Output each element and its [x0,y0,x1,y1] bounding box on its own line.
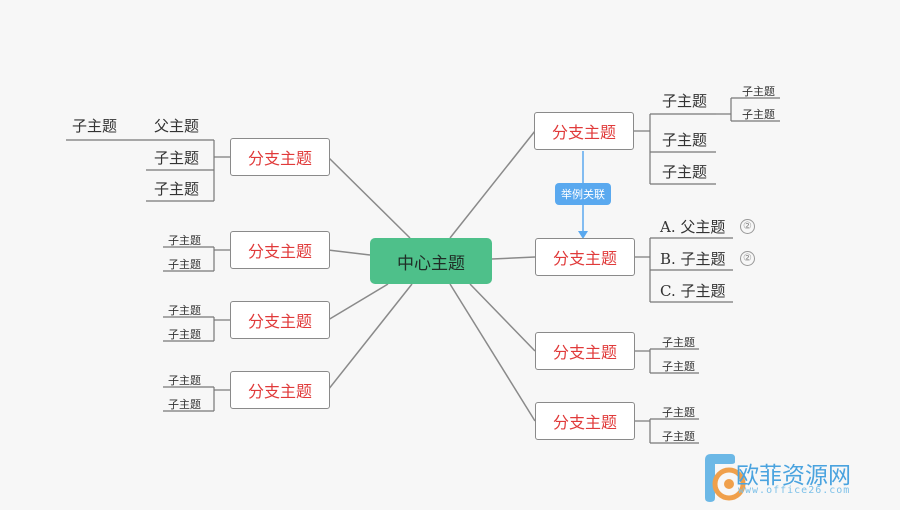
central-topic[interactable]: 中心主题 [370,238,492,284]
branch-topic-label: 分支主题 [552,249,617,268]
branch-topic-right-mid[interactable]: 分支主题 [535,238,635,276]
subtopic[interactable]: 子主题 [662,92,708,110]
count-badge[interactable]: ② [740,251,755,266]
branch-topic-right-4[interactable]: 分支主题 [535,402,635,440]
watermark-url: www.office26.com [738,485,851,496]
parent-topic[interactable]: 父主题 [154,117,200,135]
connector-line [327,283,413,391]
subtopic[interactable]: 子主题 [662,406,695,419]
subtopic[interactable]: 子主题 [72,117,118,135]
branch-topic-label: 分支主题 [247,242,312,261]
branch-topic-right-3[interactable]: 分支主题 [535,332,635,370]
list-item[interactable]: C. 子主题 [660,282,726,300]
connector-line [327,249,371,256]
branch-topic-right-top[interactable]: 分支主题 [534,112,634,150]
list-item[interactable]: B. 子主题 [660,250,726,268]
subtopic[interactable]: 子主题 [168,234,201,247]
subtopic[interactable]: 子主题 [154,180,200,198]
branch-topic-left-3[interactable]: 分支主题 [230,301,330,339]
relation-label-text: 举例关联 [561,188,605,201]
subtopic[interactable]: 子主题 [168,258,201,271]
relation-label[interactable]: 举例关联 [555,183,611,205]
connector-line [469,283,536,352]
branch-topic-left-top[interactable]: 分支主题 [230,138,330,176]
list-item[interactable]: A. 父主题 [660,218,726,236]
subtopic[interactable]: 子主题 [168,304,201,317]
subtopic[interactable]: 子主题 [168,374,201,387]
branch-topic-label: 分支主题 [247,149,312,168]
subtopic[interactable]: 子主题 [662,163,708,181]
subtopic[interactable]: 子主题 [168,398,201,411]
office26-logo-icon [705,454,746,502]
connector-line [449,283,536,422]
branch-topic-label: 分支主题 [552,413,617,432]
connector-line [449,130,536,239]
connector-line [491,256,536,260]
branch-topic-label: 分支主题 [247,312,312,331]
subtopic[interactable]: 子主题 [154,149,200,167]
count-badge[interactable]: ② [740,219,755,234]
relation-arrowhead [578,231,588,239]
subtopic[interactable]: 子主题 [168,328,201,341]
subtopic[interactable]: 子主题 [742,85,775,98]
subtopic[interactable]: 子主题 [742,108,775,121]
branch-topic-label: 分支主题 [551,123,616,142]
subtopic[interactable]: 子主题 [662,336,695,349]
branch-topic-label: 分支主题 [552,343,617,362]
connector-line [327,283,389,321]
subtopic[interactable]: 子主题 [662,360,695,373]
subtopic[interactable]: 子主题 [662,430,695,443]
branch-topic-left-2[interactable]: 分支主题 [230,231,330,269]
branch-topic-label: 分支主题 [247,382,312,401]
branch-topic-left-4[interactable]: 分支主题 [230,371,330,409]
central-topic-label: 中心主题 [397,253,465,274]
subtopic[interactable]: 子主题 [662,131,708,149]
connector-line [327,156,411,239]
watermark-brand: 欧菲资源网 [736,463,851,489]
